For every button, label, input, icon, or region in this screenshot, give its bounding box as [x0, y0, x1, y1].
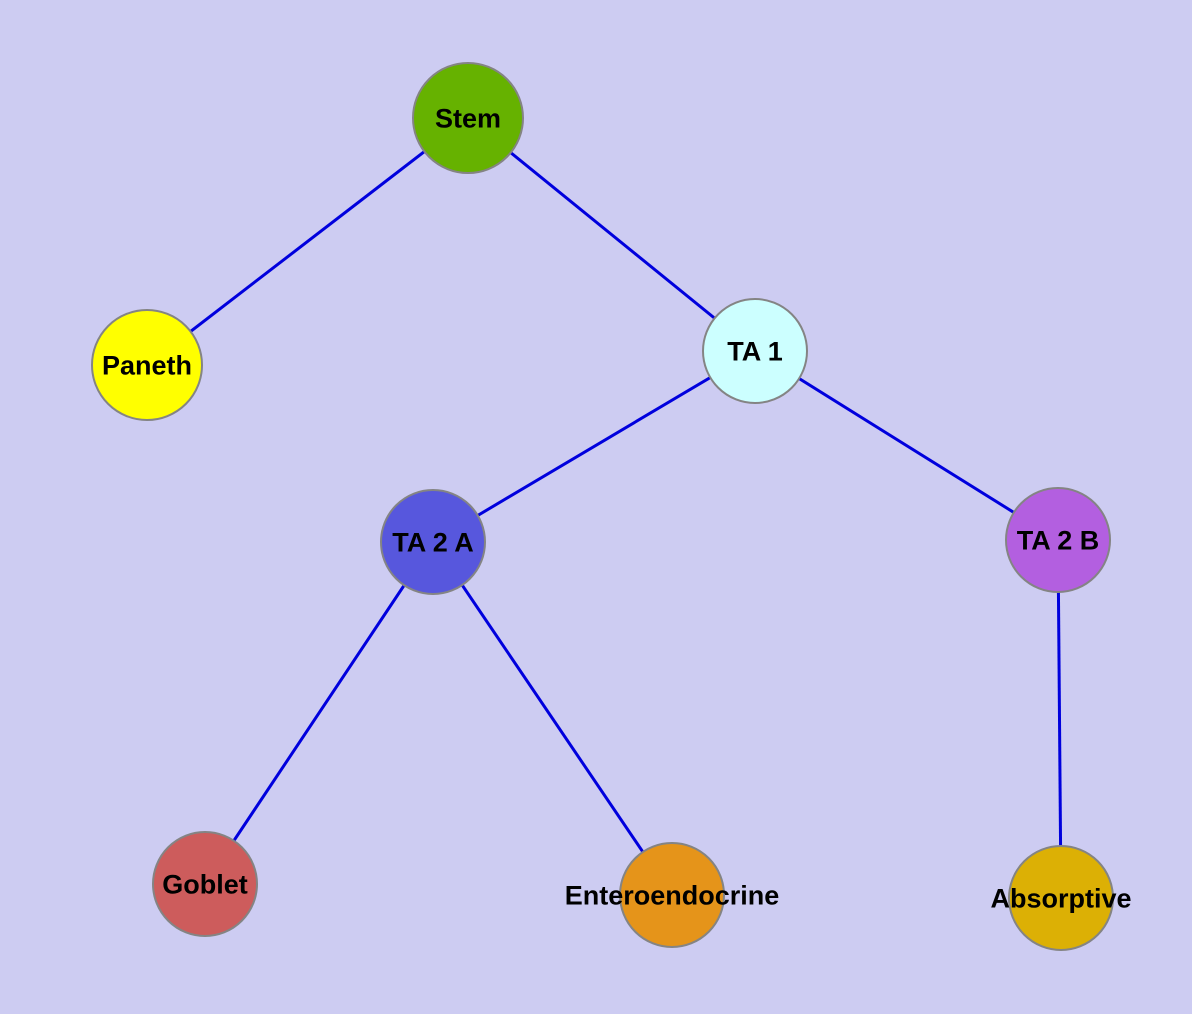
node-circle-paneth — [91, 309, 203, 421]
edge-ta2a-to-goblet — [203, 541, 435, 885]
edge-ta1-to-ta2a — [432, 349, 756, 544]
edge-layer — [146, 116, 1063, 899]
node-label-absorptive: Absorptive — [990, 883, 1131, 913]
node-absorptive: Absorptive — [990, 845, 1132, 951]
node-label-ta2b: TA 2 B — [1017, 525, 1100, 555]
node-ta1: TA 1 — [702, 298, 808, 404]
edge-stem-to-ta1 — [467, 116, 756, 353]
node-label-stem: Stem — [435, 103, 501, 133]
node-circle-ta2b — [1005, 487, 1111, 593]
edge-ta2a-to-enteroendocrine — [431, 541, 674, 896]
node-circle-stem — [412, 62, 524, 174]
edge-ta1-to-ta2b — [754, 349, 1059, 542]
node-circle-enteroendocrine — [619, 842, 725, 948]
node-ta2a: TA 2 A — [380, 489, 486, 595]
node-circle-ta2a — [380, 489, 486, 595]
node-circle-absorptive — [1008, 845, 1114, 951]
node-circle-ta1 — [702, 298, 808, 404]
node-circle-goblet — [152, 831, 258, 937]
node-label-enteroendocrine: Enteroendocrine — [565, 880, 780, 910]
node-label-ta2a: TA 2 A — [392, 527, 474, 557]
node-label-ta1: TA 1 — [727, 336, 783, 366]
node-stem: Stem — [412, 62, 524, 174]
node-ta2b: TA 2 B — [1005, 487, 1111, 593]
node-label-goblet: Goblet — [162, 869, 248, 899]
node-label-paneth: Paneth — [102, 350, 192, 380]
edge-ta2b-to-absorptive — [1056, 539, 1063, 899]
node-enteroendocrine: Enteroendocrine — [565, 842, 780, 948]
node-paneth: Paneth — [91, 309, 203, 421]
node-goblet: Goblet — [152, 831, 258, 937]
edge-stem-to-paneth — [146, 116, 469, 367]
